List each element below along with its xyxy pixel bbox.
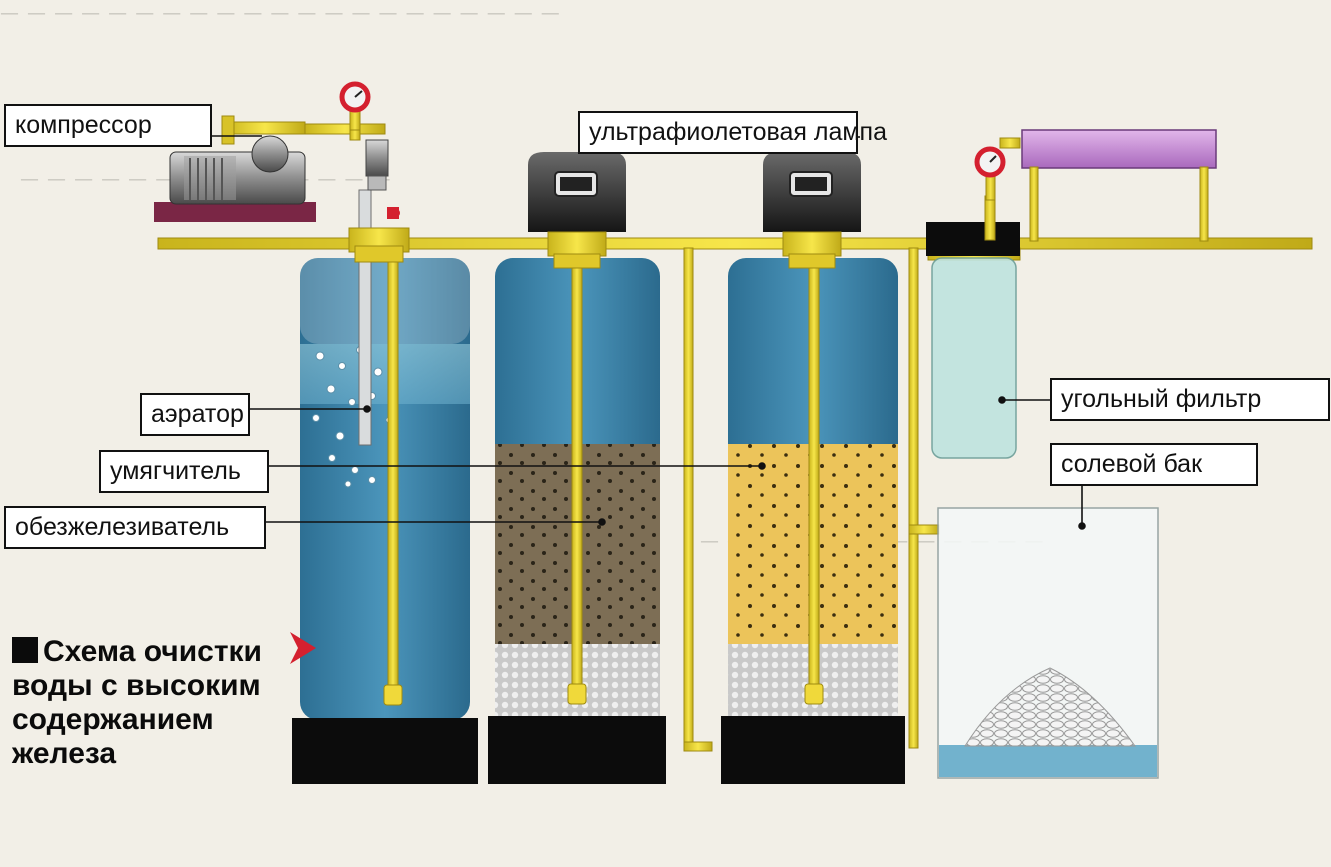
pressure-gauge (339, 81, 371, 131)
compressor (154, 109, 386, 222)
tank-softener (721, 152, 905, 784)
caption-line-2: воды с высоким (12, 669, 261, 702)
caption-line-4: железа (12, 737, 117, 770)
caption-line-3: содержанием (12, 703, 214, 736)
diagram-caption: Схема очистки воды с высоким содержанием… (12, 635, 262, 771)
uv-lamp (984, 129, 1217, 242)
caption-square-icon (12, 637, 38, 663)
label-carbon-filter: угольный фильтр (1050, 378, 1330, 421)
label-iron-remover: обезжелезиватель (4, 506, 266, 549)
red-arrow-icon (290, 632, 316, 664)
label-uv-lamp: ультрафиолетовая лампа (578, 111, 887, 154)
label-softener: умягчитель (99, 450, 269, 493)
tank-aerator (292, 139, 478, 784)
salt-tank (937, 507, 1159, 779)
caption-line-1: Схема очистки (43, 635, 262, 668)
tank-iron-remover (488, 152, 666, 784)
label-salt-tank: солевой бак (1050, 443, 1258, 486)
carbon-filter (926, 222, 1021, 459)
label-aerator: аэратор (140, 393, 250, 436)
label-compressor: компрессор (4, 104, 212, 147)
pressure-gauge-2 (974, 146, 1006, 201)
